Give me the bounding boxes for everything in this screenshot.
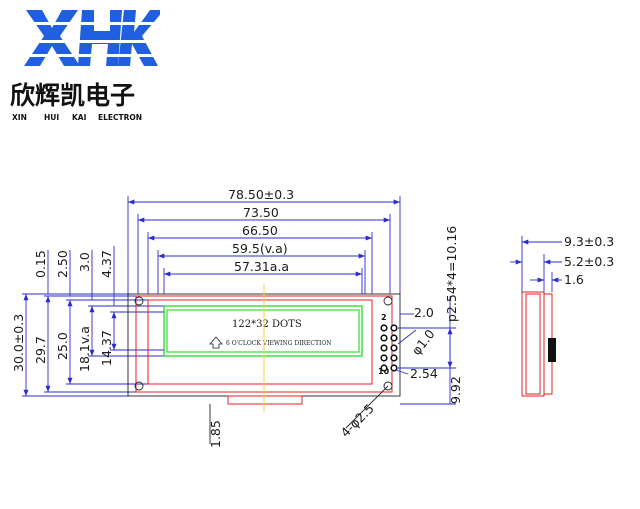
company-name-en-4: ELECTRON (98, 113, 142, 122)
pin (380, 324, 388, 332)
dim-offset-4-37: 4.37 (99, 250, 114, 278)
company-name-en-3: KAI (72, 113, 87, 122)
company-name-en-2: HUI (44, 113, 59, 122)
dim-lcd-thickness: 5.2±0.3 (564, 254, 614, 269)
dim-overall-width: 78.50±0.3 (228, 187, 294, 202)
mounting-hole-br (383, 381, 393, 391)
company-name-en-1: XIN (12, 113, 27, 122)
connector-dimensions: 2.0 φ1.0 2.54 p2.54*4=10.16 9.92 (395, 226, 463, 405)
pin (380, 344, 388, 352)
connector-pins: 2 10 (378, 313, 398, 376)
up-arrow-icon (209, 336, 223, 349)
dim-edge-offset: 9.92 (448, 376, 463, 404)
dim-bezel-width: 66.50 (242, 223, 278, 238)
pin (390, 344, 398, 352)
pin (380, 334, 388, 342)
xhk-logo-mark (20, 10, 160, 66)
dim-pin-pitch: 2.54 (410, 366, 438, 381)
dim-viewing-area-width: 59.5(v.a) (232, 241, 288, 256)
dim-tab-height: 1.85 (208, 420, 223, 448)
company-name-en: XIN HUI KAI ELECTRON (12, 113, 142, 122)
mounting-hole-bl (134, 381, 144, 391)
viewing-direction-note: 6 O'CLOCK VIEWING DIRECTION (226, 340, 332, 347)
front-view: 78.50±0.3 73.50 66.50 59.5(v.a) 57.31a.a… (11, 187, 463, 448)
dim-active-area-height: 14.37 (99, 330, 114, 366)
company-name-cn: 欣辉凯电子 (10, 81, 135, 110)
dim-offset-3-0: 3.0 (77, 252, 92, 272)
display-resolution-label: 122*32 DOTS (232, 319, 302, 330)
dim-pcb-thickness: 1.6 (564, 272, 584, 287)
dim-pcb-height: 29.7 (33, 336, 48, 364)
dim-offset-2-50: 2.50 (55, 250, 70, 278)
dim-viewing-area-height: 18.1v.a (77, 326, 92, 372)
dim-bezel-height: 25.0 (55, 332, 70, 360)
vertical-dimensions: 30.0±0.3 29.7 25.0 18.1v.a 14.37 0.15 2.… (11, 246, 117, 396)
pin (380, 364, 388, 372)
mounting-hole-tr (383, 296, 393, 306)
pin (390, 324, 398, 332)
side-view: 9.3±0.3 5.2±0.3 1.6 (510, 234, 614, 397)
pin (390, 354, 398, 362)
company-logo: 欣辉凯电子 XIN HUI KAI ELECTRON (10, 10, 160, 122)
viewing-area: 122*32 DOTS 6 O'CLOCK VIEWING DIRECTION (163, 305, 363, 357)
mounting-hole-tl (134, 296, 144, 306)
mounting-holes (134, 296, 393, 391)
pin (380, 354, 388, 362)
dim-pin-diameter: φ1.0 (409, 326, 438, 357)
dim-offset-0-15: 0.15 (33, 250, 48, 278)
pin-label-first: 2 (381, 313, 387, 322)
pin (390, 364, 398, 372)
side-profile (521, 291, 556, 397)
pin (390, 334, 398, 342)
dim-overall-height: 30.0±0.3 (11, 314, 26, 372)
dim-active-area-width: 57.31a.a (234, 259, 289, 274)
dim-total-thickness: 9.3±0.3 (564, 234, 614, 249)
dim-mounting-holes: 4-φ2.5 (338, 401, 377, 440)
dim-pin-pitch-total: p2.54*4=10.16 (444, 226, 459, 322)
dim-pin-offset: 2.0 (414, 305, 434, 320)
horizontal-dimensions: 78.50±0.3 73.50 66.50 59.5(v.a) 57.31a.a (128, 187, 400, 277)
dim-pcb-width: 73.50 (243, 205, 279, 220)
